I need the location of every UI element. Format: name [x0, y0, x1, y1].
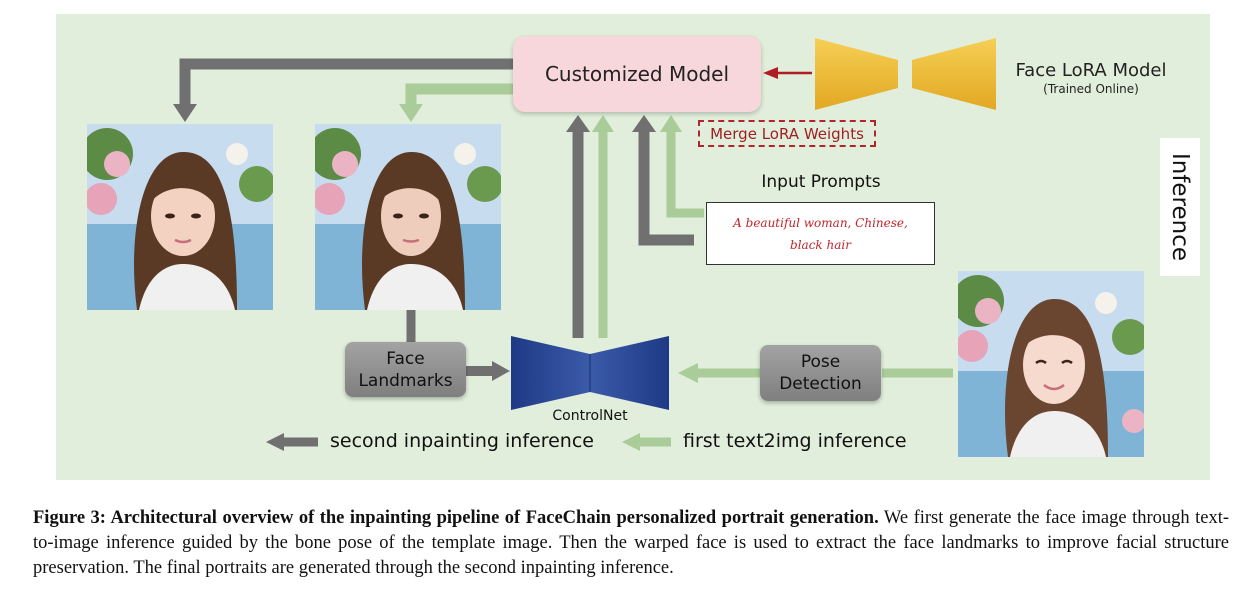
legend-first-inference: first text2img inference — [683, 430, 907, 452]
inference-label-box: Inference — [1160, 138, 1200, 276]
controlnet-to-model-dark-arrow — [566, 115, 590, 338]
controlnet-label: ControlNet — [552, 408, 628, 424]
input-prompts-label: Input Prompts — [761, 172, 881, 192]
legend-second-inference: second inpainting inference — [330, 430, 594, 452]
face-lora-model-label: Face LoRA Model — [1015, 60, 1167, 81]
input-prompt-box: A beautiful woman, Chinese, black hair — [706, 202, 935, 265]
prompt-line-2: black hair — [790, 237, 851, 252]
controlnet-to-model-light-arrow — [592, 115, 614, 338]
legend-dark-arrow — [266, 433, 318, 451]
pose-to-controlnet-arrow — [678, 363, 760, 383]
legend-light-arrow — [622, 433, 671, 451]
face-landmarks-line-1: Face — [386, 348, 425, 369]
intermediate-portrait-image — [315, 124, 501, 310]
output-arrow-dark — [173, 58, 513, 122]
pose-detection-line-2: Detection — [779, 374, 862, 394]
caption-body: We first generate the face image through… — [33, 508, 1230, 578]
prompt-to-model-dark-arrow — [632, 115, 694, 246]
prompt-line-1: A beautiful woman, Chinese, — [733, 215, 908, 230]
face-lora-subtitle: (Trained Online) — [1043, 82, 1139, 96]
merge-lora-weights-box: Merge LoRA Weights — [698, 120, 876, 147]
pose-detection-box: Pose Detection — [760, 345, 881, 401]
caption-label: Figure 3: Architectural overview of the … — [33, 508, 879, 528]
face-lora-model-shape — [815, 38, 996, 110]
inference-label: Inference — [1167, 152, 1193, 262]
face-landmarks-box: Face Landmarks — [345, 342, 466, 397]
face-landmarks-line-2: Landmarks — [358, 370, 453, 391]
landmarks-to-controlnet-arrow — [466, 361, 510, 381]
output-arrow-light — [399, 83, 513, 122]
figure-caption: Figure 3: Architectural overview of the … — [33, 506, 1229, 581]
prompt-to-model-light-arrow — [660, 115, 704, 218]
lora-merge-arrow — [763, 67, 812, 79]
template-portrait-image — [958, 271, 1144, 457]
customized-model-box: Customized Model — [513, 36, 761, 112]
pose-detection-line-1: Pose — [800, 352, 841, 372]
final-portrait-image — [87, 124, 273, 310]
controlnet-shape — [511, 336, 669, 410]
